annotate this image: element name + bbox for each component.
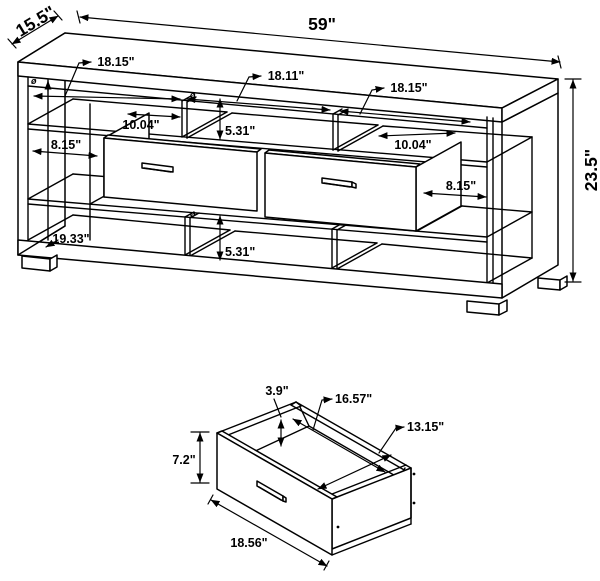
drawer-diagram: 7.2" 18.56" 3.9" 16.57" 13.15": [172, 384, 444, 571]
dim-overall-width: 59": [308, 14, 336, 34]
console-top-right-edge: [501, 78, 559, 123]
dim-drawer-front-height: 7.2": [172, 453, 195, 467]
dim-drawer-inner-width: 16.57": [335, 392, 372, 406]
console-base: [17, 239, 503, 299]
cam-hole: [412, 472, 416, 476]
drawer-dimensions: 7.2" 18.56" 3.9" 16.57" 13.15": [172, 384, 444, 571]
dim-drawer-front-width: 18.56": [230, 536, 267, 550]
dim-top-middle-width: 18.11": [268, 69, 305, 83]
dim-bottom-row-height: 5.31": [225, 245, 255, 259]
hole-marker: ø: [31, 76, 37, 86]
hole-marker: ø: [190, 90, 196, 100]
console-right-drawer: [264, 141, 462, 232]
right-drawer-front: [264, 152, 417, 232]
dim-bottom-left-width: 19.33": [52, 232, 89, 246]
left-drawer-handle: [141, 162, 174, 173]
dim-left-shelf-depth: 10.04": [122, 118, 159, 132]
dim-top-row-height: 5.31": [225, 124, 255, 138]
dim-overall-depth: 15.5": [12, 2, 59, 41]
cam-hole: [336, 525, 340, 529]
dim-drawer-inner-depth: 13.15": [407, 420, 444, 434]
console-feet: [21, 254, 568, 316]
dim-right-shelf-depth: 10.04": [394, 138, 431, 152]
dim-drawer-inner-height: 3.9": [265, 384, 288, 398]
drawer-right-side: [331, 467, 412, 550]
dim-top-left-width: 18.15": [97, 55, 134, 69]
hole-marker: ø: [190, 209, 196, 219]
dim-right-opening: 8.15": [446, 179, 476, 193]
console-dimensions: 59" 15.5" 23.5" 18.15" 18.11" 18.15" 10.…: [7, 2, 600, 283]
dim-left-opening: 8.15": [51, 138, 81, 152]
console-left-drawer: [103, 112, 262, 212]
dim-overall-height: 23.5": [581, 149, 600, 191]
left-drawer-front: [103, 137, 258, 212]
cam-hole: [412, 501, 416, 505]
dim-top-right-width: 18.15": [390, 81, 427, 95]
console-right-panel: [501, 92, 559, 299]
console-diagram: ø ø ø 59" 15.5" 23.5" 18.15" 18.11" 18.1…: [7, 2, 600, 316]
